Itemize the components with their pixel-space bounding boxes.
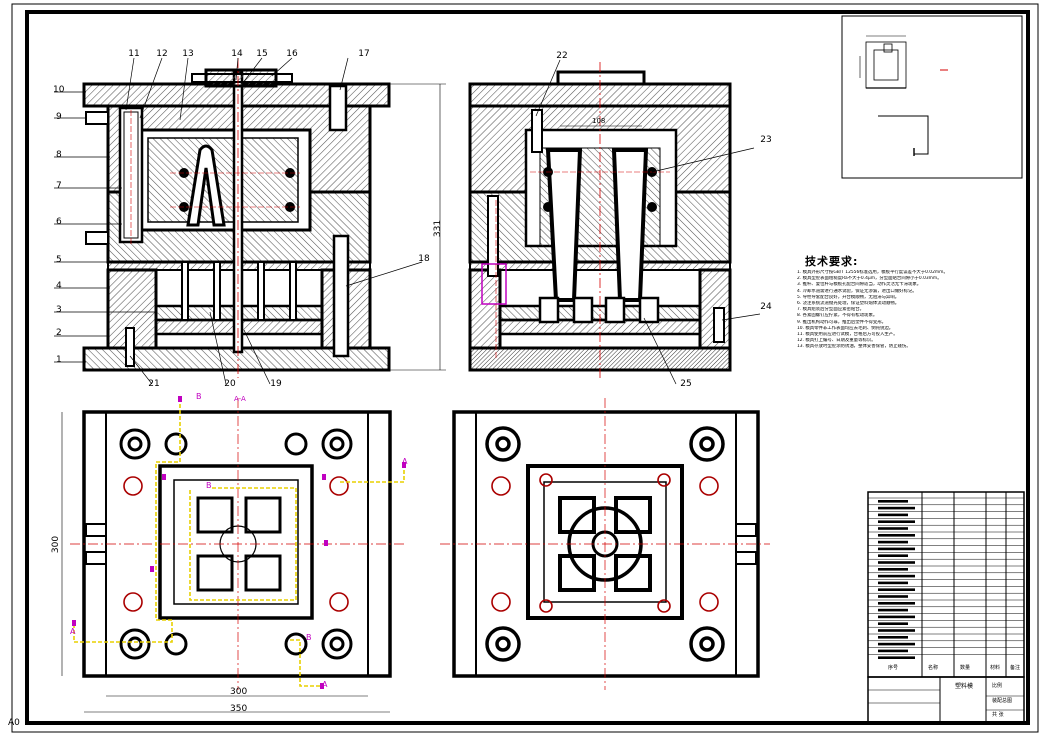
title-block-scale: 比例 (992, 683, 1003, 689)
tech-requirement-item: 5. 导柱导套配合良好，开合模顺畅，无阻滞与异响。 (797, 294, 900, 300)
balloon-5: 5 (56, 255, 62, 265)
bom-row-text (878, 506, 915, 510)
bom-row-text (878, 520, 915, 523)
cooling-marker-b3: B (306, 633, 312, 642)
balloon-12: 12 (156, 49, 168, 59)
tech-requirement-item: 11. 模具使用前应进行试模，合格后方可投入生产。 (797, 332, 898, 338)
balloon-1: 1 (56, 355, 62, 365)
dim-width-350: 350 (230, 704, 248, 714)
inner-border (25, 10, 1030, 725)
balloon-4: 4 (56, 281, 62, 291)
bom-row-text (878, 602, 915, 605)
bom-row-text (878, 656, 915, 659)
cooling-marker-a1: A (402, 457, 408, 466)
balloon-20: 20 (224, 379, 236, 389)
bom-footer-qty: 数量 (960, 665, 971, 671)
bom-footer-name: 名称 (928, 665, 939, 671)
section-tag: A-A (234, 395, 246, 403)
bom-row-text (878, 642, 915, 646)
bom-row-text (878, 649, 908, 653)
bom-footer-no: 序号 (888, 665, 899, 671)
balloon-22: 22 (556, 51, 568, 61)
bom-row-text (878, 615, 915, 619)
tech-requirements-title: 技术要求: (805, 255, 859, 268)
cooling-marker-b1: B (196, 392, 202, 401)
bom-row-text (878, 500, 908, 503)
balloon-17: 17 (358, 49, 370, 59)
cooling-marker-a2: A (70, 627, 76, 636)
bom-row-text (878, 534, 915, 537)
bom-row-text (878, 608, 908, 612)
bom-footer-note: 备注 (1010, 665, 1021, 671)
tech-requirements-list: 1. 模具外形尺寸按GB/T 12556标准选用，模板平行度误差不大于0.02m… (797, 270, 1022, 351)
bom-row-text (878, 568, 908, 571)
balloon-2: 2 (56, 328, 62, 338)
balloon-14: 14 (231, 49, 243, 59)
balloon-18: 18 (418, 254, 430, 264)
detail-box (841, 15, 1023, 179)
bom-row-text (878, 588, 915, 591)
balloon-10: 10 (53, 85, 65, 95)
balloon-9: 9 (56, 112, 62, 122)
balloon-24: 24 (760, 302, 772, 312)
balloon-8: 8 (56, 150, 62, 160)
tech-requirement-item: 13. 模具存放时型腔涂防锈油，整体妥善保管，防止碰伤。 (797, 344, 911, 350)
balloon-7: 7 (56, 181, 62, 191)
dim-width-300: 300 (230, 687, 248, 697)
bom-row-text (878, 540, 908, 544)
bom-row-text (878, 581, 908, 585)
plan-view-right (440, 398, 770, 690)
balloon-3: 3 (56, 305, 62, 315)
dim-height-331: 331 (433, 219, 444, 238)
balloon-11: 11 (128, 49, 140, 59)
tech-requirement-item: 1. 模具外形尺寸按GB/T 12556标准选用，模板平行度误差不大于0.02m… (797, 270, 948, 275)
tech-requirement-item: 2. 模具型腔表面粗糙度Ra不大于0.4μm，分型面贴合间隙小于0.03mm。 (797, 276, 942, 282)
balloon-16: 16 (286, 49, 298, 59)
sheet-size-code: A0 (8, 718, 20, 728)
title-block-name: 塑料模 (955, 683, 974, 690)
balloon-23: 23 (760, 135, 772, 145)
bom-row-text (878, 513, 908, 517)
title-block-drawing: 装配总图 (992, 698, 1013, 704)
bom-row-text (878, 561, 915, 564)
bom-rows (868, 497, 1024, 659)
tech-requirement-item: 9. 推出机构动作可靠，推出后塑件不得变形。 (797, 319, 887, 325)
tech-requirement-item: 8. 各紧固螺钉应拧紧，不得有松动现象。 (797, 313, 878, 319)
tech-requirement-item: 6. 浇注系统流道抛光处理，保证塑料熔体流动顺畅。 (797, 301, 900, 307)
bom-row-text (878, 554, 908, 557)
balloon-25: 25 (680, 379, 692, 389)
tech-requirement-item: 10. 模具零件非工作表面均应去毛刺、倒钝锐边。 (797, 325, 894, 331)
tech-requirement-item: 7. 模具组装后分型面应紧密贴合。 (797, 307, 865, 313)
bom-row-text (878, 574, 915, 578)
plan-view-left (61, 396, 406, 713)
cooling-marker-b2: B (206, 481, 212, 490)
cooling-marker-a3: A (322, 680, 328, 689)
title-block-sheets: 共 张 (992, 712, 1004, 718)
front-section-view (54, 57, 446, 385)
bom-row-text (878, 527, 908, 530)
dim-plan-height-300: 300 (51, 535, 62, 554)
tech-requirement-item: 4. 冷却水道需进行通水试验，保证无渗漏，进出口做好标记。 (797, 288, 917, 294)
bom-footer-mat: 材料 (990, 665, 1001, 671)
balloon-6: 6 (56, 217, 62, 227)
balloon-15: 15 (256, 49, 268, 59)
bom-row-text (878, 595, 908, 598)
bom-row-text (878, 636, 908, 639)
bom-row-text (878, 629, 915, 632)
bom-table (867, 491, 1025, 724)
bom-row-text (878, 622, 908, 625)
bom-row-text (878, 547, 915, 551)
balloon-21: 21 (148, 379, 160, 389)
tech-requirement-item: 12. 模具打上编号、日期及重量等标识。 (797, 338, 876, 344)
balloon-13: 13 (182, 49, 194, 59)
outer-border (11, 3, 1039, 733)
tech-requirement-item: 3. 推杆、复位杆与模板孔配合间隙适当，动作灵活无卡滞现象。 (797, 282, 922, 288)
balloon-19: 19 (270, 379, 282, 389)
side-section-view (468, 59, 761, 385)
dim-cavity-108: 108 (592, 117, 606, 125)
